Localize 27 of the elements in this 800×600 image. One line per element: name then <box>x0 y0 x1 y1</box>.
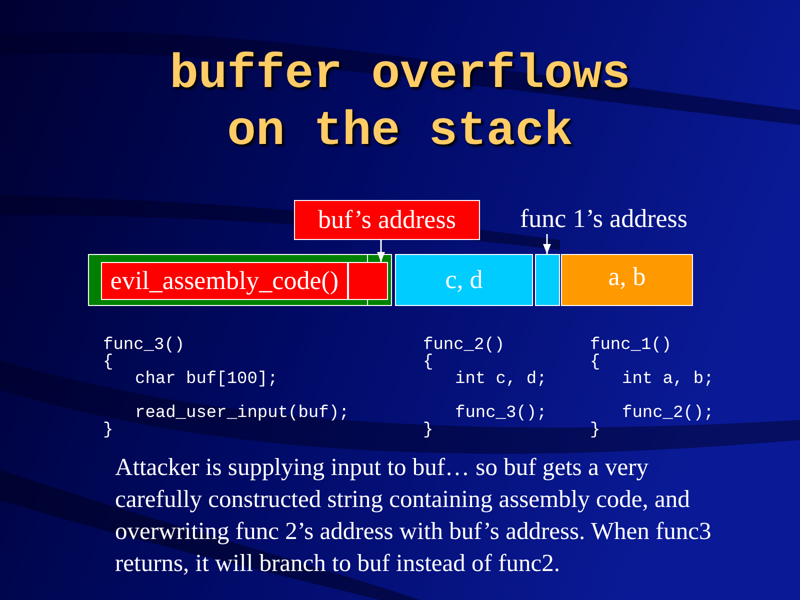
code-line: } <box>590 422 600 439</box>
code-line: } <box>103 422 114 439</box>
code-line: { <box>103 354 114 371</box>
code-line: func_3() <box>103 337 185 354</box>
code-line: func_1() <box>590 337 672 354</box>
slide-title: buffer overflows on the stack <box>168 47 632 161</box>
caption-paragraph: Attacker is supplying input to buf… so buf gets a very carefully constructed string containing assembly code, and overwriting func 2’s address with buf’s address. When func3 returns, it will branch to buf instead of func2. <box>115 453 712 579</box>
code-line: func_2(); <box>622 405 714 422</box>
leader-arrow <box>377 240 385 262</box>
local-variables-cell: c, d <box>395 254 533 306</box>
code-line: } <box>423 422 434 439</box>
code-line: func_3(); <box>455 405 547 422</box>
code-line: char buf[100]; <box>135 371 278 388</box>
code-line: func_2() <box>423 337 505 354</box>
callout-label: func 1’s address <box>520 204 688 234</box>
leader-arrow <box>543 234 551 254</box>
code-line: { <box>423 354 434 371</box>
code-line: int a, b; <box>622 371 714 388</box>
code-line: int c, d; <box>455 371 547 388</box>
code-line: { <box>590 354 600 371</box>
return-address-cell <box>348 262 388 300</box>
code-line: read_user_input(buf); <box>135 405 350 422</box>
buffer-cell: evil_assembly_code() <box>101 262 348 300</box>
return-address-cell <box>535 254 560 306</box>
stack-frame <box>88 254 392 306</box>
local-variables-cell: a, b <box>561 254 693 306</box>
address-callout: buf’s address <box>294 200 480 240</box>
